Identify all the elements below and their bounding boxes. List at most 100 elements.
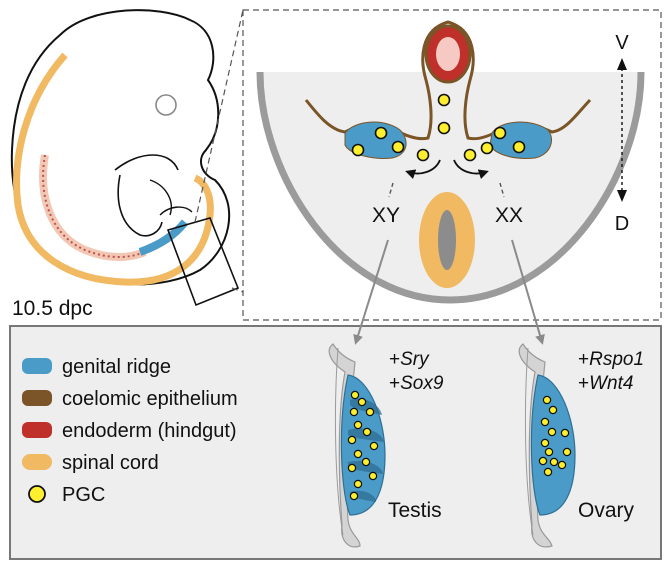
embryo-somites-dots — [42, 154, 146, 258]
ovary-gene-rspo1: +Rspo1 — [578, 349, 644, 370]
pgc — [547, 427, 557, 437]
pgc — [416, 148, 430, 162]
pgc — [353, 449, 363, 459]
pgc — [349, 407, 359, 417]
pgc — [480, 141, 494, 155]
legend-swatch-spinal-cord — [22, 454, 52, 470]
legend-label-pgc: PGC — [62, 484, 105, 506]
pgc — [538, 456, 548, 466]
ovary-gene-rspo1-name: Rspo1 — [589, 349, 644, 370]
pgc — [562, 447, 572, 457]
pgc — [560, 428, 570, 438]
legend-swatch-coelomic-epithelium — [22, 390, 52, 406]
embryo-limb-line-3 — [149, 179, 172, 216]
ovary-label: Ovary — [578, 499, 635, 522]
embryo-outline — [10, 9, 231, 286]
pgc — [347, 435, 357, 445]
migration-arrow-left — [405, 159, 441, 179]
axis-label-dorsal: D — [615, 213, 629, 235]
legend-label-endoderm: endoderm (hindgut) — [62, 420, 237, 442]
pgc — [365, 407, 375, 417]
sex-label-xx: XX — [495, 204, 523, 227]
testis-illustration: +Sry +Sox9 Testis — [328, 343, 444, 548]
axis-arrow-up — [617, 58, 627, 70]
pgc — [463, 148, 477, 162]
legend-label-coelomic-epithelium: coelomic epithelium — [62, 388, 238, 410]
embryo-illustration: 10.5 dpc — [10, 9, 244, 320]
pgc — [493, 126, 507, 140]
pgc — [369, 441, 379, 451]
axis-arrow-down — [617, 190, 627, 202]
pgc — [542, 395, 552, 405]
pgc — [353, 479, 363, 489]
embryo-tail — [159, 206, 193, 216]
pgc — [548, 405, 558, 415]
testis-pgcs — [347, 390, 379, 501]
pgc — [544, 447, 554, 457]
embryo-limb-line — [114, 154, 179, 171]
ovary-gene-wnt4: +Wnt4 — [578, 373, 633, 394]
section-pgcs — [351, 93, 526, 162]
embryo-eye — [155, 94, 177, 116]
pgc — [351, 143, 365, 157]
pgc — [350, 390, 360, 400]
testis-gene-sox9: +Sox9 — [389, 373, 444, 394]
pgc — [437, 93, 451, 107]
pgc — [357, 397, 367, 407]
legend-swatch-genital-ridge — [22, 358, 52, 374]
embryo-spinal-cord — [13, 52, 214, 286]
gonad-panel: genital ridge coelomic epithelium endode… — [9, 239, 662, 560]
pgc — [361, 457, 371, 467]
xy-tick — [388, 182, 394, 198]
projection-line-top — [194, 9, 244, 223]
migration-arrow-right — [453, 159, 489, 179]
legend-swatch-pgc — [28, 485, 46, 503]
ovary-gene-wnt4-prefix: + — [578, 373, 589, 394]
stage-label: 10.5 dpc — [12, 297, 93, 320]
section-plane-box — [166, 217, 240, 307]
testis-gene-sry: +Sry — [389, 349, 430, 370]
ovary-body — [530, 374, 576, 516]
pgc — [374, 126, 388, 140]
ovary-gene-rspo1-prefix: + — [578, 349, 589, 370]
pgc — [543, 467, 553, 477]
arrow-to-ovary — [511, 239, 545, 345]
testis-gene-sox9-prefix: + — [389, 373, 400, 394]
xx-tick — [499, 182, 505, 198]
pgc — [391, 140, 405, 154]
sex-label-xy: XY — [372, 204, 400, 227]
arrow-to-testis — [353, 239, 389, 345]
ovary-illustration: +Rspo1 +Wnt4 Ovary — [518, 343, 644, 548]
pgc — [437, 121, 451, 135]
cross-section-panel: V D XY XX — [242, 9, 662, 321]
legend-swatch-endoderm — [22, 422, 52, 438]
section-spinal-canal — [438, 210, 456, 270]
testis-gene-sry-prefix: + — [389, 349, 400, 370]
axis-label-ventral: V — [615, 32, 629, 54]
ovary-gene-wnt4-name: Wnt4 — [589, 373, 633, 394]
testis-label: Testis — [388, 499, 442, 522]
hindgut-lumen — [436, 37, 460, 71]
projection-line-bottom — [231, 287, 244, 293]
pgc — [368, 471, 378, 481]
pgc — [549, 457, 559, 467]
embryo-limb-line-2 — [117, 174, 163, 237]
pgc — [540, 438, 550, 448]
legend: genital ridge coelomic epithelium endode… — [22, 356, 238, 506]
pgc — [347, 463, 357, 473]
testis-gene-sox9-name: Sox9 — [400, 373, 444, 394]
section-outer-rim — [256, 71, 645, 304]
testis-mesonephric-duct — [334, 347, 344, 536]
pgc — [362, 427, 372, 437]
legend-label-genital-ridge: genital ridge — [62, 356, 171, 378]
legend-label-spinal-cord: spinal cord — [62, 452, 159, 474]
pgc — [540, 417, 550, 427]
pgc — [349, 491, 359, 501]
pgc — [512, 140, 526, 154]
testis-gene-sry-name: Sry — [400, 349, 430, 370]
testis-cord — [348, 460, 383, 474]
ovary-pgcs — [538, 395, 572, 477]
ovary-mesonephric-duct — [524, 347, 534, 536]
pgc — [557, 460, 567, 470]
